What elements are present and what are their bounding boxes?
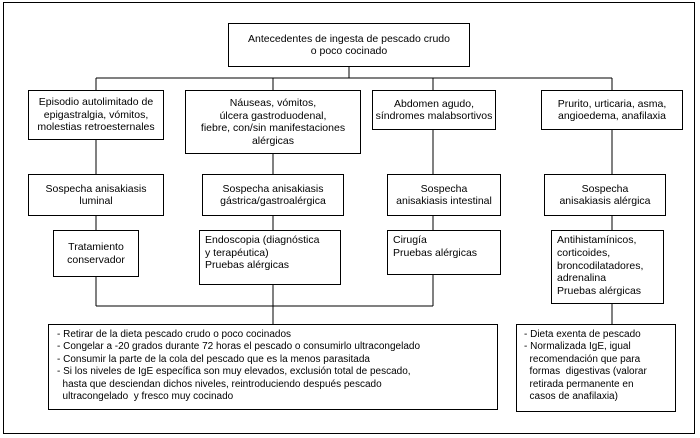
root-line: o poco cocinado [310, 45, 388, 57]
general-recommendations-box: - Retirar de la dieta pescado crudo o po… [48, 324, 498, 410]
suspicion-line: Sospecha anisakiasis [45, 182, 147, 195]
recommendation-item: - Dieta exenta de pescado [524, 329, 641, 340]
recommendation-item: casos de anafilaxia) [524, 391, 618, 403]
suspicion-line: gástrica/gastroalérgica [220, 195, 326, 207]
treatment-line: Tratamiento [68, 241, 124, 253]
presentation-line: Episodio autolimitado de [38, 96, 154, 109]
suspicion-line: Sospecha [420, 182, 468, 195]
presentation-line: fiebre, con/sin manifestaciones [200, 122, 346, 134]
suspicion-line: luminal [79, 195, 113, 207]
presentation-line: angioedema, anafilaxia [557, 110, 666, 122]
presentation-box-intestinal: Abdomen agudo, síndromes malabsortivos [372, 90, 496, 130]
suspicion-line: Sospecha anisakiasis [222, 182, 324, 195]
treatment-box-luminal: Tratamiento conservador [53, 230, 139, 277]
presentation-box-allergic: Prurito, urticaria, asma, angioedema, an… [541, 90, 683, 130]
diagram-frame [3, 2, 695, 434]
recommendation-item: - Retirar de la dieta pescado crudo o po… [57, 329, 292, 340]
treatment-line: broncodilatadores, [557, 259, 644, 272]
presentation-line: Abdomen agudo, [394, 97, 474, 110]
treatment-line: adrenalina [557, 272, 607, 285]
suspicion-line: anisakiasis alérgica [559, 195, 651, 207]
presentation-box-gastric: Náuseas, vómitos, úlcera gastroduodenal,… [185, 90, 361, 154]
presentation-line: Náuseas, vómitos, [229, 97, 317, 109]
presentation-line: molestias retroesternales [37, 121, 155, 134]
presentation-line: Prurito, urticaria, asma, [557, 97, 667, 110]
recommendation-item: - Si los niveles de IgE específica son m… [57, 366, 411, 378]
recommendation-item: formas digestivas (valorar [524, 366, 647, 378]
treatment-line: y terapéutica) [205, 246, 269, 259]
treatment-line: Endoscopia (diagnóstica [205, 234, 320, 246]
recommendation-item: retirada permanente en [524, 378, 634, 390]
suspicion-box-intestinal: Sospecha anisakiasis intestinal [387, 174, 501, 216]
treatment-line: Pruebas alérgicas [393, 246, 478, 259]
treatment-box-gastric: Endoscopia (diagnóstica y terapéutica) P… [199, 230, 341, 285]
recommendation-item: - Normalizada IgE, igual [524, 341, 631, 353]
allergic-recommendations-box: - Dieta exenta de pescado - Normalizada … [516, 324, 676, 412]
treatment-line: Cirugía [393, 234, 427, 246]
recommendation-item: ultracongelado y fresco muy cocinado [57, 391, 234, 403]
recommendation-item: recomendación que para [524, 353, 641, 365]
root-line: Antecedentes de ingesta de pescado crudo [248, 32, 450, 45]
treatment-line: corticoides, [557, 246, 611, 259]
presentation-line: síndromes malabsortivos [375, 110, 493, 122]
treatment-line: conservador [67, 253, 125, 266]
suspicion-box-luminal: Sospecha anisakiasis luminal [28, 174, 164, 216]
treatment-box-allergic: Antihistamínicos, corticoides, broncodil… [551, 230, 664, 304]
treatment-box-intestinal: Cirugía Pruebas alérgicas [387, 230, 501, 275]
suspicion-line: anisakiasis intestinal [396, 195, 492, 207]
presentation-line: epigastralgia, vómitos, [43, 108, 149, 121]
treatment-line: Pruebas alérgicas [205, 259, 290, 271]
suspicion-box-allergic: Sospecha anisakiasis alérgica [544, 174, 666, 216]
recommendation-item: hasta que desciendan dichos niveles, rei… [57, 378, 382, 390]
treatment-line: Antihistamínicos, [557, 234, 637, 246]
recommendation-item: - Congelar a -20 grados durante 72 horas… [57, 341, 421, 353]
presentation-line: alérgicas [251, 134, 294, 147]
treatment-line: Pruebas alérgicas [557, 285, 642, 298]
presentation-line: úlcera gastroduodenal, [219, 109, 327, 122]
suspicion-line: Sospecha [581, 182, 629, 195]
presentation-box-luminal: Episodio autolimitado de epigastralgia, … [28, 90, 164, 140]
root-box: Antecedentes de ingesta de pescado crudo… [228, 23, 470, 67]
suspicion-box-gastric: Sospecha anisakiasis gástrica/gastroalér… [202, 174, 344, 216]
recommendation-item: - Consumir la parte de la cola del pesca… [57, 353, 370, 365]
